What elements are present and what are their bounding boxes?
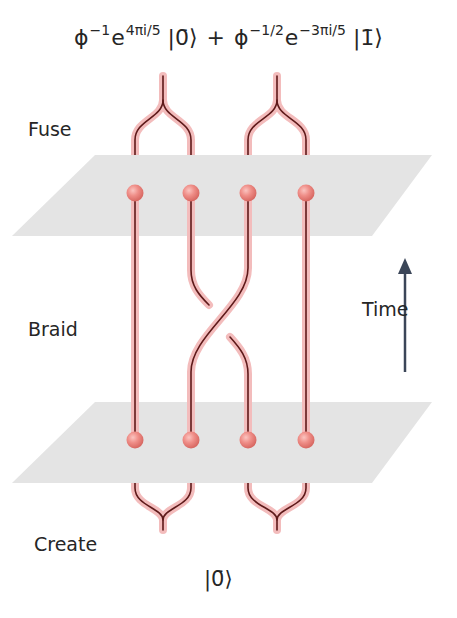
- formula-term: |1̄⟩: [353, 25, 383, 50]
- worldline: [191, 193, 209, 305]
- time-slice-plane: [12, 155, 432, 236]
- anyon-row: [127, 185, 315, 202]
- stage-label: Braid: [28, 318, 78, 340]
- anyon-sphere: [298, 432, 315, 449]
- anyon-sphere: [298, 185, 315, 202]
- anyon-sphere: [183, 432, 200, 449]
- state-formula: ϕ−1e4πi/5|0̄⟩+ϕ−1/2e−3πi/5|1̄⟩: [0, 22, 457, 50]
- anyon-sphere: [240, 185, 257, 202]
- time-slice-plane: [12, 402, 432, 483]
- anyon-sphere: [127, 185, 144, 202]
- stage-label: Create: [34, 533, 97, 555]
- formula-term: +: [207, 25, 225, 50]
- axis-label: Time: [362, 298, 409, 320]
- formula-term: |0̄⟩: [168, 25, 198, 50]
- anyon-sphere: [127, 432, 144, 449]
- time-arrowhead: [398, 258, 412, 274]
- formula-exponent: 4πi/5: [126, 22, 161, 38]
- worldline: [191, 193, 248, 440]
- anyon-sphere: [240, 432, 257, 449]
- state-label: |0̄⟩: [204, 567, 233, 591]
- worldline: [134, 193, 136, 440]
- worldline-glow: [135, 193, 306, 440]
- braid-worldlines: [135, 193, 306, 440]
- worldline: [230, 337, 248, 440]
- time-arrow: [404, 272, 407, 372]
- formula-exponent: −1/2: [250, 22, 284, 38]
- formula-term: e: [111, 25, 125, 50]
- worldline: [191, 193, 209, 305]
- formula-exponent: −3πi/5: [299, 22, 346, 38]
- worldline: [302, 193, 310, 440]
- formula-term: ϕ: [74, 25, 89, 50]
- worldline: [305, 193, 307, 440]
- formula-exponent: −1: [90, 22, 111, 38]
- worldline-core: [135, 193, 306, 440]
- formula-term: e: [285, 25, 299, 50]
- stage-label: Fuse: [28, 118, 72, 140]
- worldline: [230, 337, 248, 440]
- anyon-row: [127, 432, 315, 449]
- worldline: [131, 193, 139, 440]
- anyon-sphere: [183, 185, 200, 202]
- worldline: [191, 193, 248, 440]
- formula-term: ϕ: [234, 25, 249, 50]
